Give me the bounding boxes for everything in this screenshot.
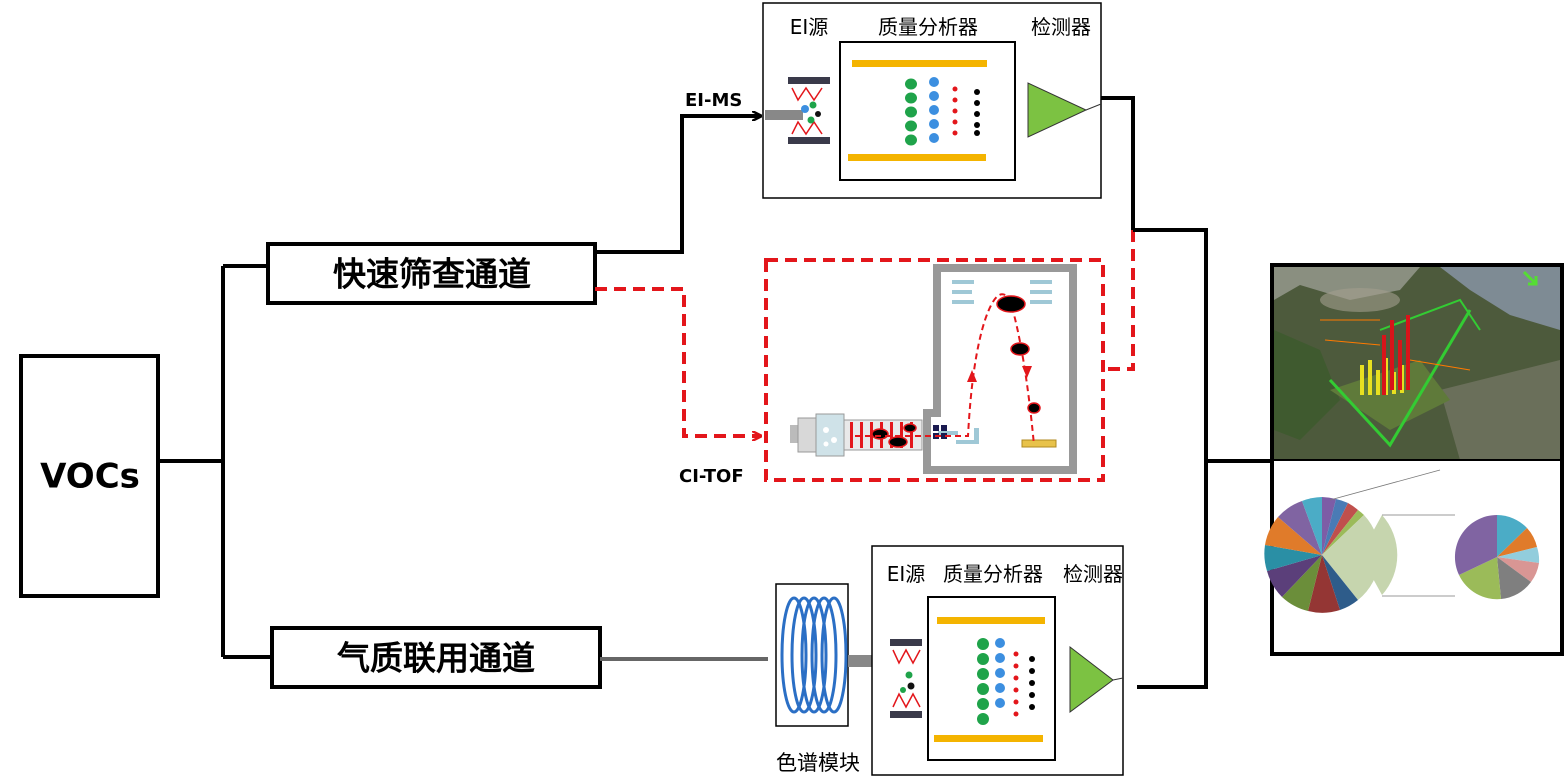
gc-mass-analyzer-icon — [927, 596, 1056, 761]
gc-ei-source-label: EI源 — [887, 562, 926, 586]
gc-ion-source-icon — [890, 639, 922, 718]
gcms-channel-box: 气质联用通道 — [270, 626, 602, 689]
gc-detector-icon — [1069, 645, 1124, 713]
output-connectors — [1101, 96, 1272, 689]
gc-ms-module: EI源 质量分析器 检测器 — [871, 545, 1124, 776]
gc-analyzer-label: 质量分析器 — [943, 562, 1043, 586]
mass-analyzer-icon — [839, 41, 1016, 181]
ei-source-label: EI源 — [790, 15, 829, 39]
ei-ms-path — [595, 116, 760, 254]
fast-channel-label: 快速筛查通道 — [333, 255, 531, 294]
fast-channel-box: 快速筛查通道 — [266, 242, 597, 305]
ei-ms-tag: EI-MS — [685, 90, 742, 111]
satellite-map-image — [1274, 267, 1560, 460]
vocs-box: VOCs — [19, 354, 160, 598]
vocs-label: VOCs — [40, 457, 140, 497]
ci-tof-module — [764, 258, 1105, 482]
output-panel — [1264, 263, 1564, 656]
ci-tof-tag: CI-TOF — [679, 466, 744, 487]
ei-ms-module: EI源 质量分析器 检测器 — [762, 2, 1102, 199]
analyzer-label: 质量分析器 — [878, 15, 978, 39]
ci-tof-path — [595, 287, 760, 436]
gc-detector-label: 检测器 — [1063, 562, 1123, 586]
gc-column-label: 色谱模块 — [776, 751, 860, 775]
composition-pies-image — [1264, 469, 1540, 613]
main-connectors — [158, 264, 272, 659]
coil-icon — [780, 596, 848, 714]
detector-label: 检测器 — [1031, 15, 1091, 39]
ion-source-icon — [765, 77, 830, 144]
gcms-channel-label: 气质联用通道 — [337, 639, 535, 678]
detector-icon — [1027, 82, 1102, 138]
